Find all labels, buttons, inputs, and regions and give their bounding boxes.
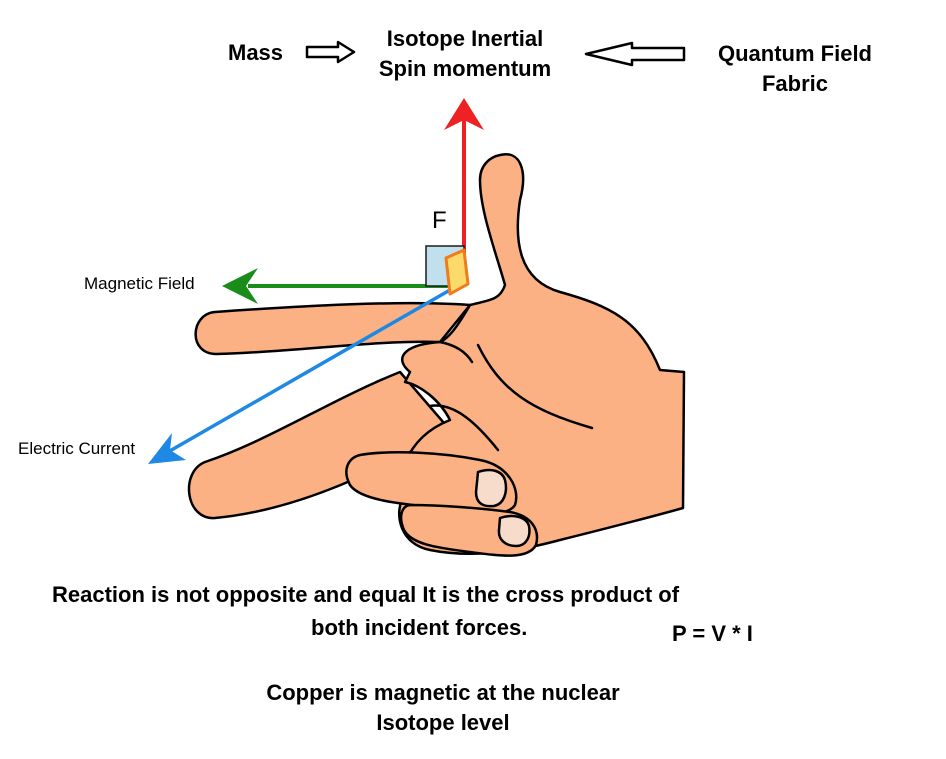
palm-crease-1 [476,343,594,430]
ring-nail [474,468,508,508]
mass-label: Mass [228,40,284,65]
quantum-line-1: Quantum Field [718,41,872,66]
palm-crease-3 [438,340,474,364]
mass-to-isotope-arrow [305,40,356,64]
isotope-line-2: Spin momentum [378,56,552,81]
isotope-line-1: Isotope Inertial [386,26,544,51]
force-label: F [432,207,447,234]
power-equation: P = V * I [672,621,753,646]
electric-current-arrow [148,288,451,464]
force-arrow [444,98,484,262]
quantum-line-2: Fabric [761,71,829,96]
quantum-field-label: Quantum Field Fabric [690,39,900,99]
copper-note: Copper is magnetic at the nuclear Isotop… [200,678,686,738]
electric-current-label: Electric Current [18,439,136,458]
magnetic-field-label: Magnetic Field [84,274,195,293]
reaction-line-1: Reaction is not opposite and equal It is… [52,582,680,607]
reaction-line-2: both incident forces. [311,615,528,640]
quantum-to-isotope-arrow [584,41,686,67]
pinky-nail [497,514,531,548]
current-arrow-shaft [167,288,451,454]
copper-line-2: Isotope level [376,710,510,735]
isotope-inertial-label: Isotope Inertial Spin momentum [340,24,590,84]
palm-crease-2 [428,404,500,452]
magnetic-arrow-head [222,268,258,304]
magnetic-field-arrow [222,268,455,304]
current-arrow-head [148,433,186,464]
force-arrow-head [444,98,484,130]
origin-patch [444,248,470,296]
hand [187,152,686,557]
copper-line-1: Copper is magnetic at the nuclear [266,680,620,705]
